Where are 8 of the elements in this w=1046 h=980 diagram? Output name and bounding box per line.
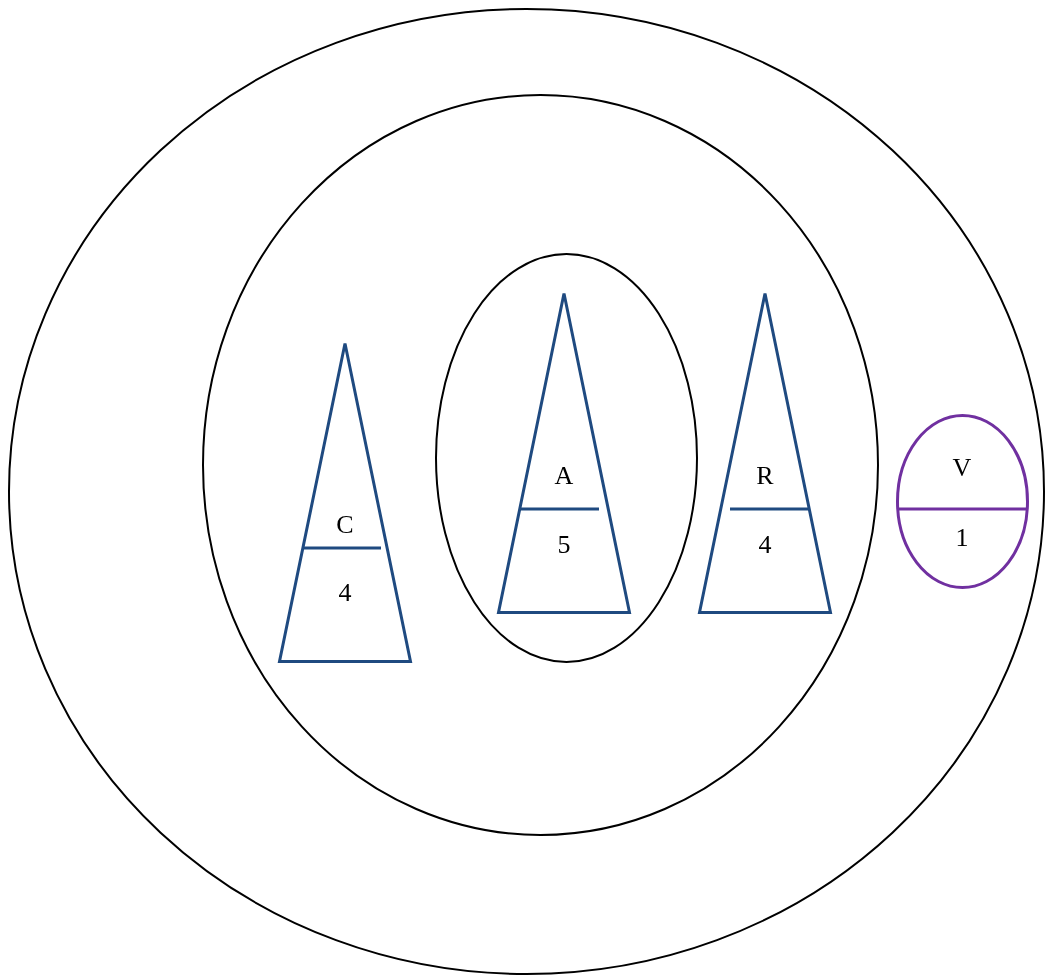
letter-label: V	[952, 455, 972, 481]
letter-label: C	[336, 512, 354, 538]
number-label: 5	[557, 532, 571, 558]
number-label: 4	[338, 580, 352, 606]
number-label: 1	[955, 525, 969, 551]
number-label: 4	[758, 532, 772, 558]
letter-label: R	[756, 463, 774, 489]
letter-label: A	[554, 463, 574, 489]
